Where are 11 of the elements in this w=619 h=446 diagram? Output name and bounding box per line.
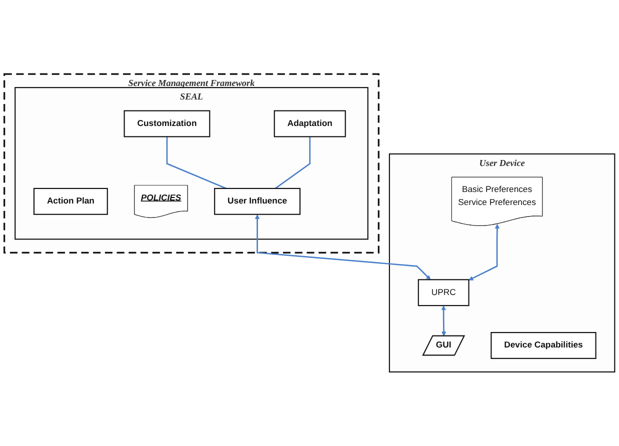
node-box: Device Capabilities: [490, 332, 596, 359]
node-box: Action Plan: [33, 188, 108, 215]
node-box: Customization: [124, 110, 210, 138]
node-box: Adaptation: [274, 110, 346, 138]
node-box: UPRC: [418, 279, 470, 306]
node-box: User Influence: [214, 188, 301, 215]
connector: [166, 136, 227, 190]
arrow: [254, 214, 431, 280]
arrow: [441, 306, 446, 336]
arrow: [468, 224, 500, 280]
connector: [274, 136, 311, 190]
